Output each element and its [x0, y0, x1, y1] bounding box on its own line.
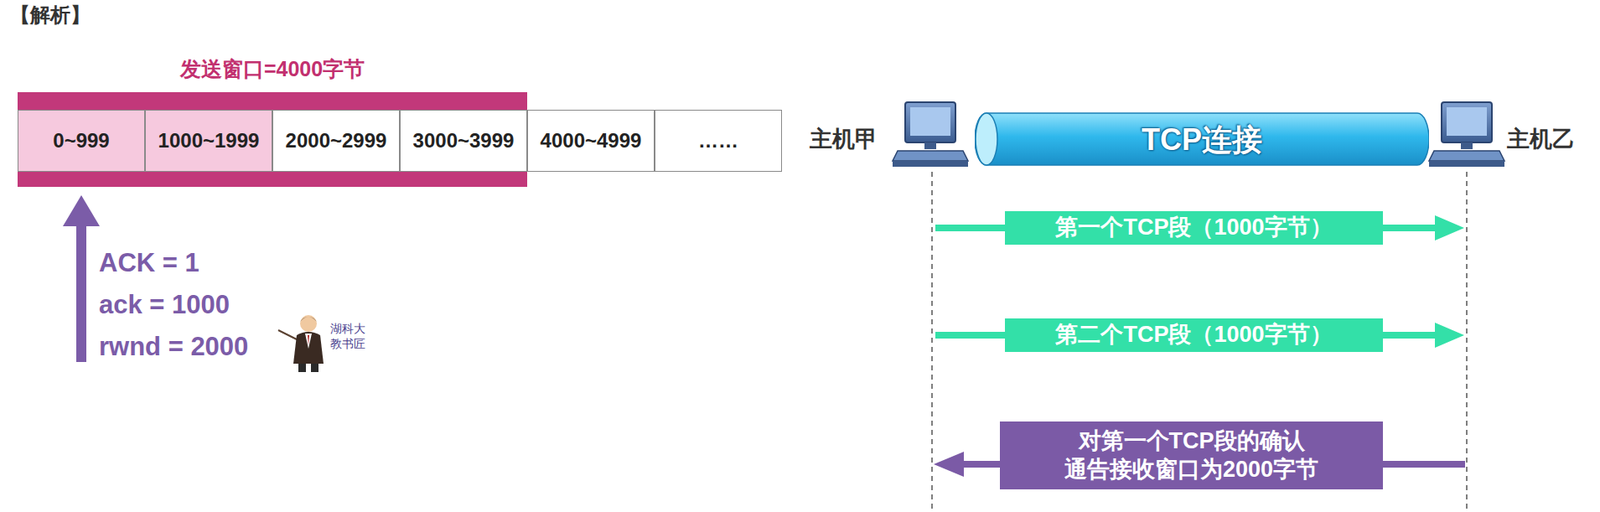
host-name: 主机乙	[1506, 124, 1575, 155]
byte-range: 4000~4999	[540, 128, 643, 154]
box-label: 第一个TCP段（1000字节）	[1055, 213, 1332, 243]
box-label: 对第一个TCP段的确认 通告接收窗口为2000字节	[1008, 427, 1375, 485]
computer-icon	[892, 102, 969, 167]
byte-range: 1000~1999	[158, 128, 260, 154]
send-window-band: 发送窗口=4000字节 0~999 1000~1999 2000~2999 3000~3…	[17, 56, 528, 187]
byte-cell: 2000~2999	[272, 109, 400, 172]
byte-cell: ……	[654, 109, 782, 172]
box-label: TCP连接	[1141, 120, 1263, 159]
header-field: ack = 1000	[98, 289, 230, 321]
box-label: 第二个TCP段（1000字节）	[1055, 321, 1332, 350]
computer-icon	[1429, 102, 1505, 167]
watermark: 湖科大	[330, 321, 366, 337]
teacher-figure	[278, 315, 324, 373]
byte-range: 0~999	[52, 128, 109, 154]
byte-range: ……	[698, 128, 739, 154]
byte-range: 2000~2999	[285, 128, 388, 154]
window-title: 发送窗口=4000字节	[17, 56, 528, 83]
section-heading: 【解析】	[10, 1, 91, 29]
byte-cell: 1000~1999	[144, 109, 273, 172]
host-name: 主机甲	[809, 124, 878, 155]
byte-cell: 4000~4999	[527, 109, 655, 172]
segment-box: 第一个TCP段（1000字节）	[1004, 211, 1383, 245]
header-field: rwnd = 2000	[98, 331, 249, 363]
ack-arrow	[62, 195, 100, 363]
ack-box: 对第一个TCP段的确认 通告接收窗口为2000字节	[999, 421, 1383, 490]
byte-cell: 3000~3999	[399, 109, 528, 172]
segment-box: 第二个TCP段（1000字节）	[1004, 318, 1383, 353]
watermark: 教书匠	[330, 336, 366, 353]
timeline	[1465, 171, 1468, 512]
byte-range: 3000~3999	[413, 128, 515, 154]
timeline	[931, 171, 933, 512]
byte-cell: 0~999	[17, 109, 145, 172]
header-field: ACK = 1	[98, 248, 200, 279]
tcp-connection-pipe: TCP连接	[974, 112, 1430, 166]
